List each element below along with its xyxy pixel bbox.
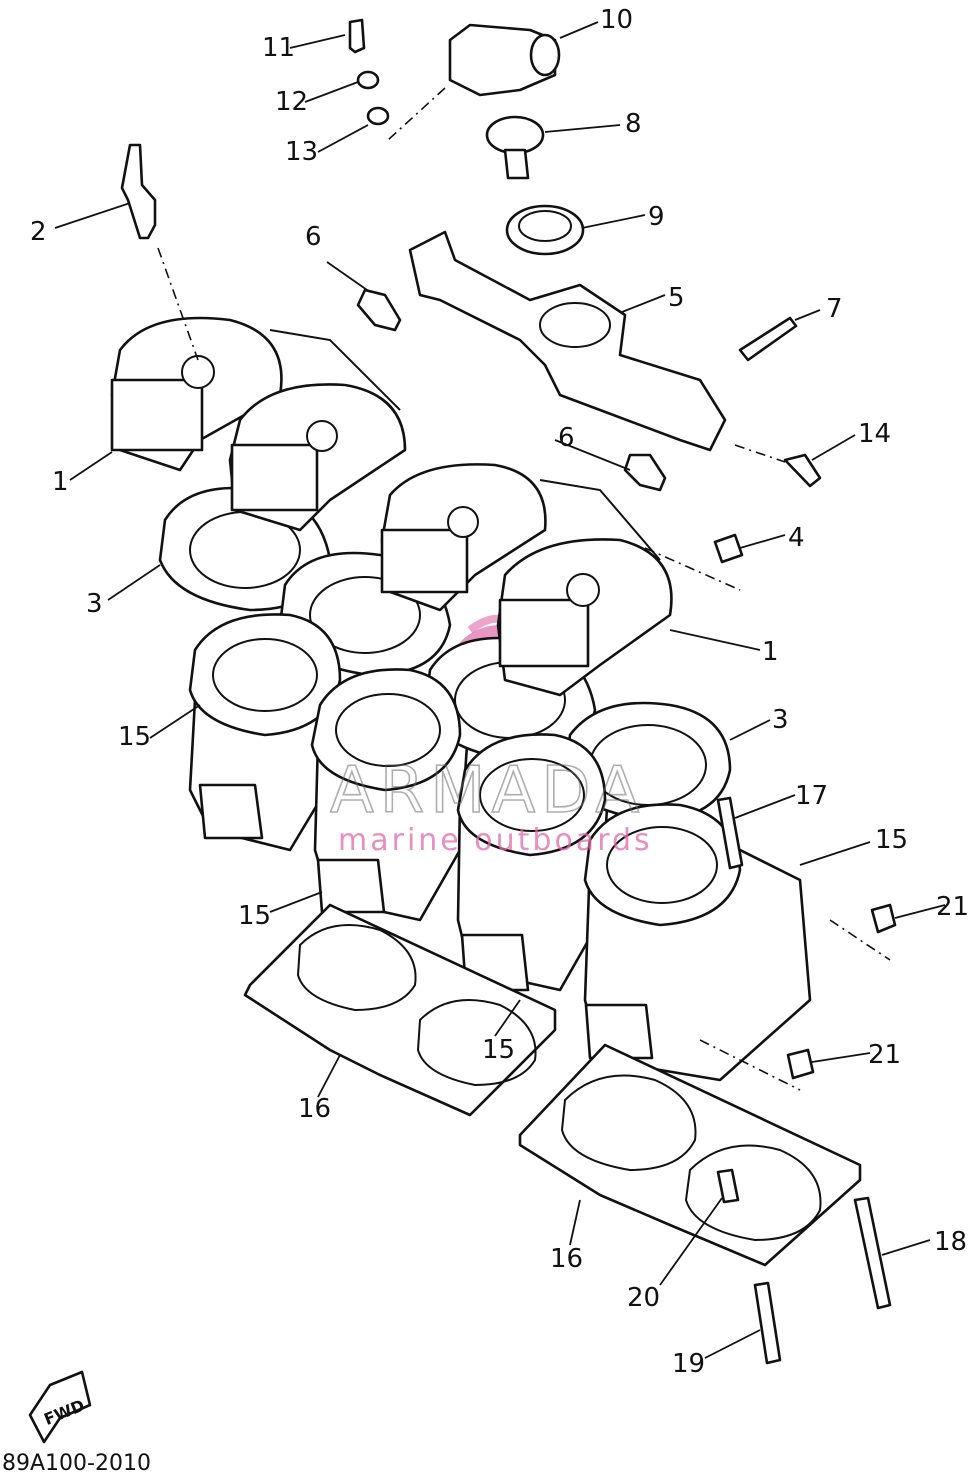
callout-label: 2 [30, 217, 47, 247]
callout-label: 15 [238, 901, 271, 931]
callout-label: 1 [762, 637, 779, 667]
callout-label: 5 [668, 283, 685, 313]
cylinder-heads [110, 316, 673, 697]
callout-label: 1 [52, 467, 69, 497]
callout-label: 19 [672, 1349, 705, 1379]
fwd-arrow-icon: FWD [28, 1370, 92, 1444]
callout-label: 3 [86, 589, 103, 619]
base-gaskets [243, 903, 862, 1267]
callout-label: 6 [558, 423, 575, 453]
watermark-brand: ARMADA [330, 754, 645, 828]
alignment-lines [157, 87, 891, 1091]
fasteners [120, 18, 897, 1365]
callout-label: 21 [868, 1040, 901, 1070]
callout-label: 13 [285, 137, 318, 167]
callout-label: 11 [262, 33, 295, 63]
callout-labels: 1 1 2 3 3 4 5 6 6 7 8 9 10 11 12 13 14 1… [30, 5, 969, 1379]
cooling-parts [356, 23, 727, 492]
diagram-code: 89A100-2010 [2, 1451, 151, 1476]
callout-label: 12 [275, 87, 308, 117]
callout-label: 8 [625, 109, 642, 139]
callout-label: 15 [118, 722, 151, 752]
callout-label: 17 [795, 781, 828, 811]
callout-label: 3 [772, 705, 789, 735]
callout-label: 15 [875, 825, 908, 855]
callout-label: 4 [788, 523, 805, 553]
watermark-tagline: marine outboards [338, 823, 653, 858]
callout-label: 6 [305, 222, 322, 252]
leader-lines [54, 21, 946, 1359]
callout-label: 16 [550, 1244, 583, 1274]
callout-label: 9 [648, 202, 665, 232]
callout-label: 7 [826, 294, 843, 324]
callout-label: 20 [627, 1283, 660, 1313]
callout-label: 18 [934, 1227, 967, 1257]
callout-label: 10 [600, 5, 633, 35]
callout-label: 21 [936, 892, 969, 922]
callout-label: 16 [298, 1094, 331, 1124]
callout-label: 15 [482, 1035, 515, 1065]
callout-label: 14 [858, 419, 891, 449]
